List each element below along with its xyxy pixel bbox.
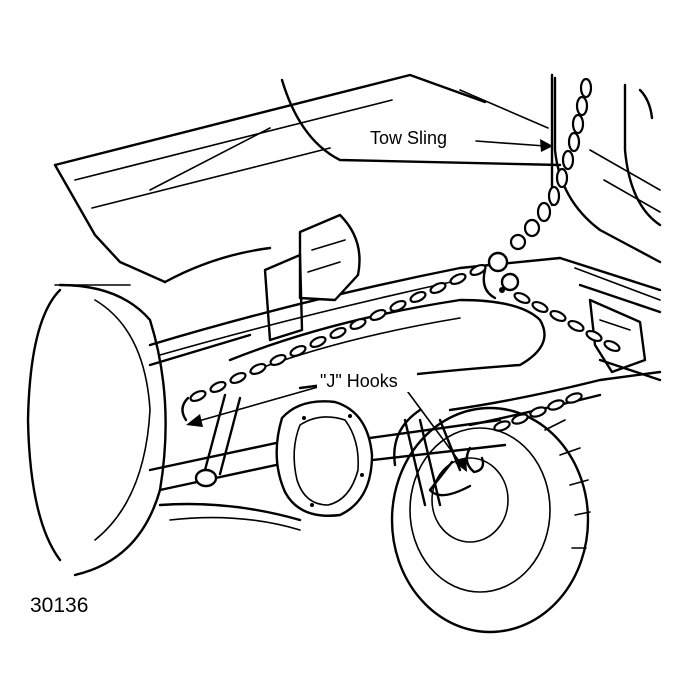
rear-axle [148, 393, 507, 531]
j-hooks-leader-left [186, 386, 319, 427]
tow-sling-leader [475, 139, 553, 152]
tow-sling-label: Tow Sling [370, 128, 447, 148]
left-tire [26, 283, 167, 577]
j-hooks-leader-right [404, 387, 467, 472]
j-hooks [181, 396, 485, 497]
tow-sling-chain [189, 73, 621, 432]
j-hooks-label-bg [317, 368, 417, 392]
frame-and-tank [148, 213, 662, 427]
figure-number: 30136 [30, 594, 88, 617]
tow-sling-label-bg [366, 125, 470, 149]
right-tire [390, 406, 591, 634]
vehicle-body [53, 73, 662, 314]
j-hooks-label: "J" Hooks [320, 371, 398, 391]
